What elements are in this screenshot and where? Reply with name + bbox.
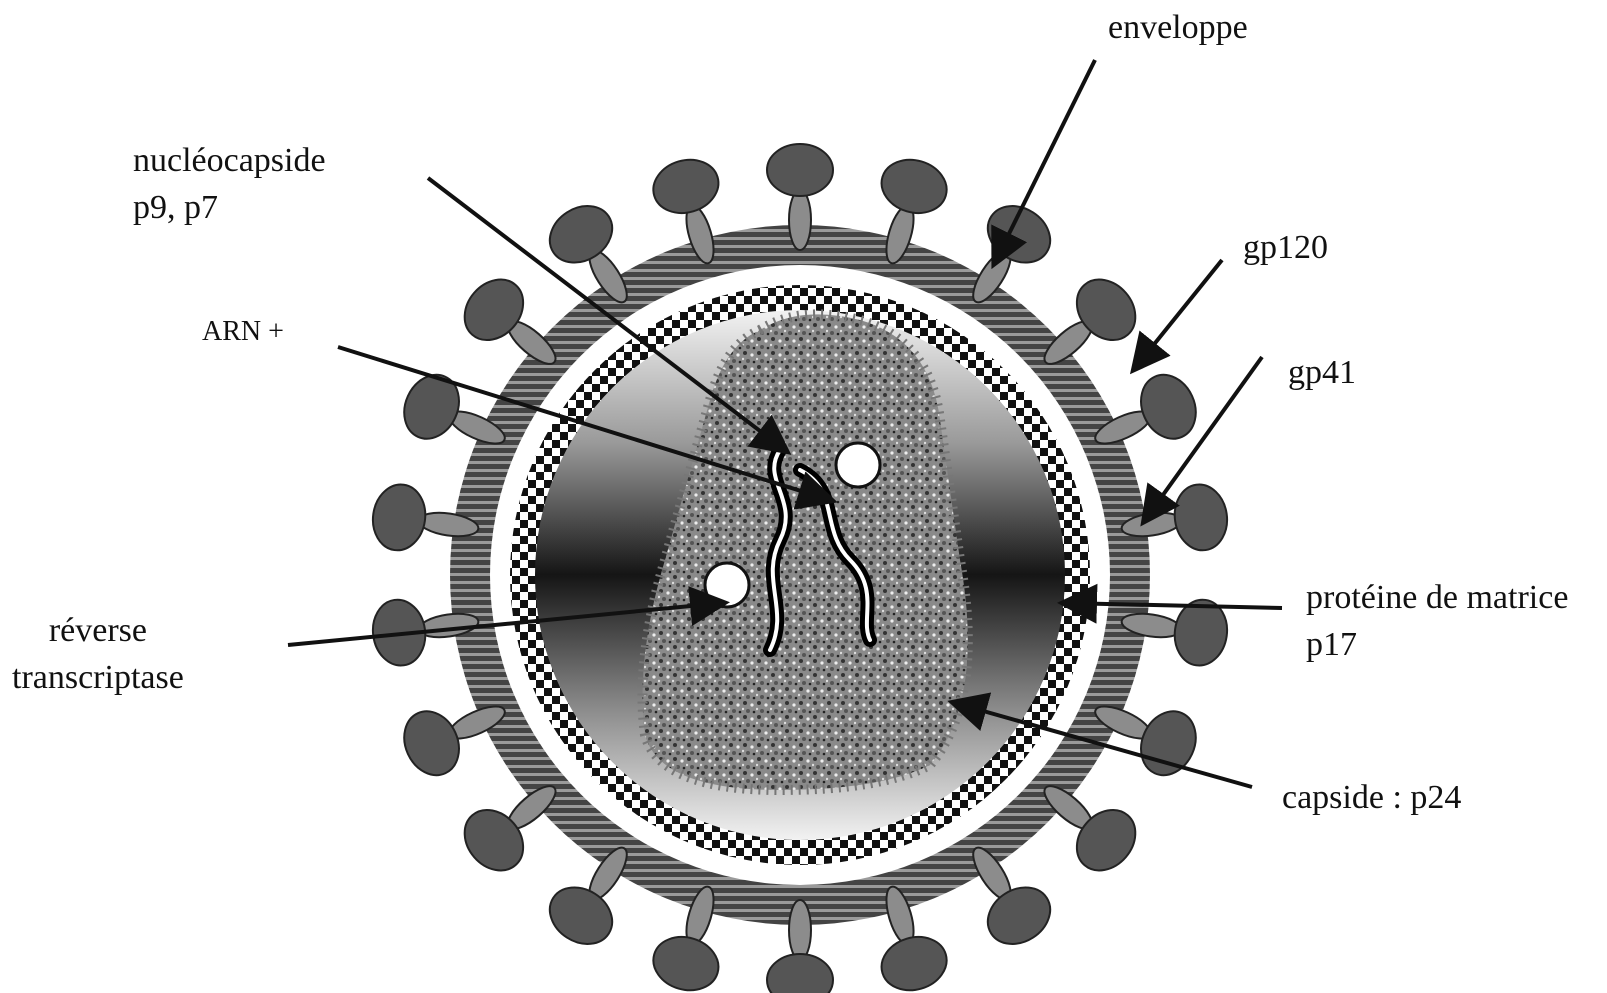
label-nucleocapside-line2: p9, p7 <box>133 185 326 232</box>
gp41-stalk <box>789 190 811 250</box>
gp120-knob <box>875 152 953 221</box>
gp120-knob <box>394 702 469 784</box>
label-matrice: protéine de matrice p17 <box>1306 575 1568 669</box>
gp120-knob <box>369 481 430 554</box>
label-reverse-line1: réverse <box>12 608 184 655</box>
label-reverse-line2: transcriptase <box>12 655 184 702</box>
label-matrice-line2: p17 <box>1306 622 1568 669</box>
gp120-knob <box>647 929 725 993</box>
label-nucleocapside-line1: nucléocapside <box>133 138 326 185</box>
reverse-transcriptase-circle <box>705 563 749 607</box>
gp120-knob <box>1131 366 1206 448</box>
gp120-knob <box>394 366 469 448</box>
reverse-transcriptase-circle <box>836 443 880 487</box>
label-gp120: gp120 <box>1243 225 1328 272</box>
gp41-stalk <box>789 900 811 960</box>
gp120-knob <box>875 929 953 993</box>
label-capside: capside : p24 <box>1282 775 1461 822</box>
label-gp41: gp41 <box>1288 350 1356 397</box>
label-matrice-line1: protéine de matrice <box>1306 575 1568 622</box>
label-nucleocapside: nucléocapside p9, p7 <box>133 138 326 232</box>
label-reverse-transcriptase: réverse transcriptase <box>12 608 184 702</box>
arrow-gp120 <box>1135 260 1222 368</box>
label-arn: ARN + <box>202 313 284 352</box>
gp120-knob <box>767 954 833 993</box>
label-enveloppe: enveloppe <box>1108 5 1248 52</box>
gp120-knob <box>647 152 725 221</box>
gp120-knob <box>1170 481 1231 554</box>
gp120-knob <box>767 144 833 196</box>
